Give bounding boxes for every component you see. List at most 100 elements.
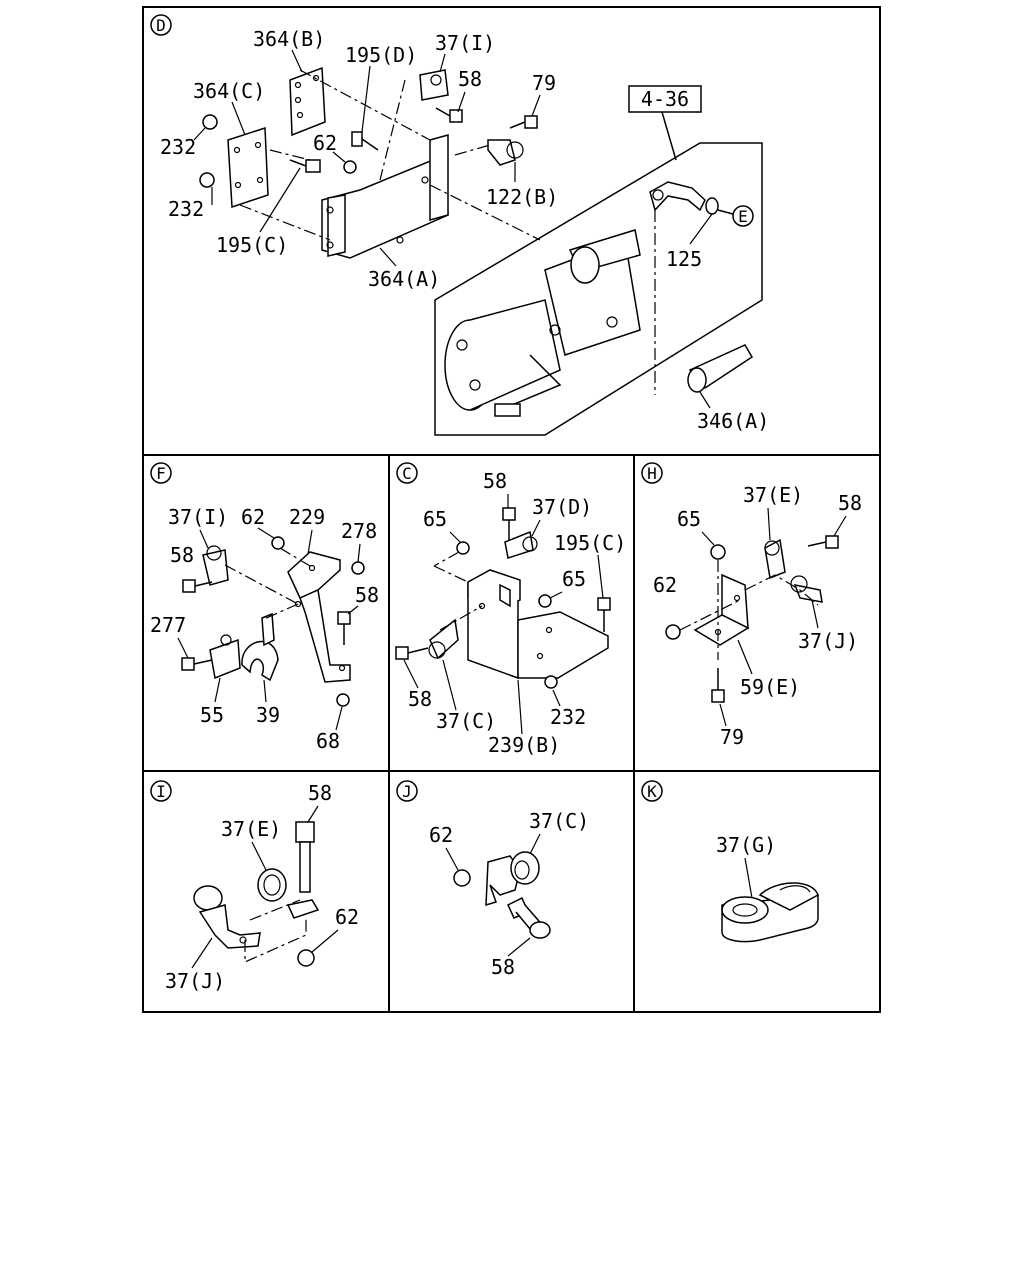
svg-text:37(C): 37(C) bbox=[436, 709, 496, 733]
panel-grid bbox=[142, 6, 881, 1013]
clamp-55-icon bbox=[209, 634, 241, 680]
tab-plate-icon bbox=[286, 899, 320, 919]
nut-62-icon bbox=[665, 624, 681, 640]
part-label: 277 bbox=[150, 613, 189, 659]
svg-text:232: 232 bbox=[160, 135, 196, 159]
part-label: 232 bbox=[168, 187, 213, 221]
part-label: 58 bbox=[483, 469, 509, 508]
svg-text:37(J): 37(J) bbox=[165, 969, 225, 993]
svg-text:239(B): 239(B) bbox=[488, 733, 560, 757]
svg-text:59(E): 59(E) bbox=[740, 675, 800, 699]
bolt-58-icon bbox=[337, 611, 351, 645]
assembly-line bbox=[433, 565, 469, 583]
part-label: 65 bbox=[677, 507, 715, 546]
part-label: 278 bbox=[341, 519, 377, 563]
svg-text:58: 58 bbox=[458, 67, 482, 91]
clamp-37c-icon bbox=[428, 618, 459, 660]
part-label: 79 bbox=[719, 703, 744, 749]
part-label: 232 bbox=[160, 127, 206, 159]
clip-37e-icon bbox=[764, 538, 786, 580]
panel-i-id-badge: I bbox=[150, 780, 172, 802]
svg-text:37(I): 37(I) bbox=[435, 31, 495, 55]
connector-ref-badge: E bbox=[717, 205, 754, 227]
clip-37d-icon bbox=[504, 530, 538, 559]
part-label: 239(B) bbox=[488, 679, 560, 757]
clip-37j-icon bbox=[790, 575, 823, 603]
svg-text:H: H bbox=[647, 464, 657, 483]
svg-text:58: 58 bbox=[308, 781, 332, 805]
part-label: 59(E) bbox=[737, 639, 800, 699]
svg-text:58: 58 bbox=[491, 955, 515, 979]
part-label: 37(I) bbox=[168, 505, 228, 549]
svg-text:58: 58 bbox=[170, 543, 194, 567]
part-label: 37(C) bbox=[529, 809, 589, 855]
svg-text:62: 62 bbox=[313, 131, 337, 155]
svg-text:364(C): 364(C) bbox=[193, 79, 265, 103]
bolt-58-icon bbox=[507, 896, 551, 939]
svg-text:I: I bbox=[156, 782, 166, 801]
part-label: 37(E) bbox=[221, 817, 281, 871]
part-label: 62 bbox=[313, 131, 346, 163]
part-label: 37(D) bbox=[531, 495, 592, 537]
bolt-58-icon bbox=[502, 507, 516, 540]
bracket-59e-icon bbox=[693, 573, 750, 646]
svg-text:K: K bbox=[647, 782, 657, 801]
bolt-79-icon bbox=[509, 115, 538, 129]
bolt-79-icon bbox=[711, 668, 725, 703]
plate-364b-icon bbox=[289, 66, 326, 137]
svg-text:278: 278 bbox=[341, 519, 377, 543]
grommet-37g-icon bbox=[721, 882, 819, 943]
part-label: 39 bbox=[256, 679, 280, 727]
part-label: 62 bbox=[653, 573, 677, 597]
svg-text:J: J bbox=[402, 782, 412, 801]
svg-text:195(C): 195(C) bbox=[216, 233, 288, 257]
part-label: 346(A) bbox=[697, 391, 769, 433]
svg-text:4-36: 4-36 bbox=[641, 87, 689, 111]
part-label: 37(I) bbox=[435, 31, 495, 73]
svg-text:62: 62 bbox=[429, 823, 453, 847]
nut-65-icon bbox=[710, 544, 726, 560]
plate-364c-icon bbox=[227, 126, 269, 209]
part-label: 125 bbox=[666, 213, 713, 271]
part-label: 79 bbox=[531, 71, 556, 117]
nut-232-icon bbox=[202, 114, 218, 130]
bracket-364a-icon bbox=[321, 134, 449, 259]
assembly-line bbox=[439, 605, 483, 631]
svg-text:39: 39 bbox=[256, 703, 280, 727]
svg-text:37(C): 37(C) bbox=[529, 809, 589, 833]
nut-62-icon bbox=[271, 536, 285, 550]
svg-text:195(D): 195(D) bbox=[345, 43, 417, 67]
panel-c-id-badge: C bbox=[396, 462, 418, 484]
nut-278-icon bbox=[351, 561, 365, 575]
assembly-line bbox=[224, 564, 299, 605]
svg-text:125: 125 bbox=[666, 247, 702, 271]
assembly-line bbox=[239, 204, 331, 241]
svg-text:F: F bbox=[156, 464, 166, 483]
svg-text:58: 58 bbox=[355, 583, 379, 607]
svg-text:62: 62 bbox=[241, 505, 265, 529]
clamp-37c-icon bbox=[485, 851, 540, 907]
panel-i: I 58 37(E) 62 37(J) bbox=[150, 780, 359, 993]
part-label: 37(C) bbox=[436, 659, 496, 733]
part-label: 68 bbox=[316, 706, 343, 753]
part-label: 122(B) bbox=[486, 162, 558, 209]
svg-text:37(E): 37(E) bbox=[743, 483, 803, 507]
bolt-58-icon bbox=[807, 535, 839, 549]
part-label: 62 bbox=[429, 823, 459, 871]
part-label: 62 bbox=[241, 505, 275, 539]
part-label: 195(C) bbox=[216, 167, 301, 257]
assembly-line bbox=[261, 603, 299, 621]
reference-box: 4-36 bbox=[628, 85, 702, 161]
svg-text:79: 79 bbox=[532, 71, 556, 95]
panel-k: K 37(G) bbox=[641, 780, 819, 943]
nut-65-icon bbox=[538, 594, 552, 608]
assembly-line bbox=[244, 918, 307, 963]
bolt-195c-icon bbox=[597, 597, 611, 632]
svg-text:346(A): 346(A) bbox=[697, 409, 769, 433]
part-label: 58 bbox=[170, 543, 194, 567]
part-label: 58 bbox=[491, 937, 531, 979]
part-label: 62 bbox=[311, 905, 359, 953]
clamp-39-icon bbox=[241, 612, 279, 682]
part-label: 65 bbox=[549, 567, 586, 599]
